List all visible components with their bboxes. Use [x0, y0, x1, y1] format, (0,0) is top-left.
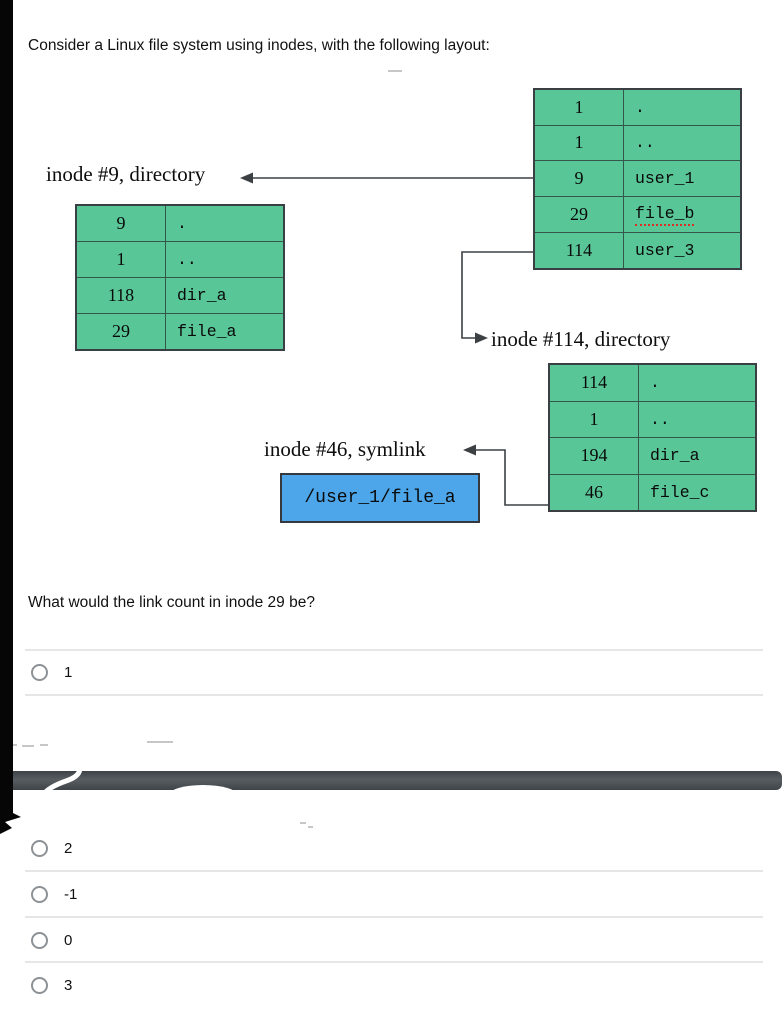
- inode-number-cell: 194: [550, 437, 638, 474]
- symlink-target-box: /user_1/file_a: [280, 473, 480, 523]
- question-prompt: Consider a Linux file system using inode…: [28, 37, 490, 54]
- inode114-directory-table: 114 . 1 .. 194 dir_a 46 file_c: [548, 363, 757, 512]
- inode-number-cell: 118: [77, 277, 165, 313]
- radio-button[interactable]: [31, 976, 48, 994]
- radio-button[interactable]: [31, 885, 48, 903]
- inode-number-cell: 1: [77, 241, 165, 277]
- answer-option-row[interactable]: -1: [31, 882, 77, 906]
- spellcheck-underline: file_b: [635, 204, 695, 226]
- symlink-target-path: /user_1/file_a: [304, 488, 456, 508]
- option-divider: [25, 916, 763, 918]
- radio-button[interactable]: [31, 839, 48, 857]
- radio-button[interactable]: [31, 931, 48, 949]
- scan-smudge: [147, 741, 173, 743]
- option-label: 0: [64, 931, 73, 949]
- entry-name-cell: file_b: [623, 195, 740, 233]
- entry-name-cell: ..: [165, 241, 283, 277]
- inode-number-cell: 114: [580, 372, 608, 393]
- entry-name-cell: user_1: [623, 160, 740, 196]
- entry-name-cell: user_3: [623, 232, 740, 268]
- entry-name-cell: dir_a: [638, 437, 755, 474]
- scan-smudge: [388, 70, 402, 72]
- inode-number-cell: 114: [535, 232, 623, 268]
- option-label: 1: [64, 663, 73, 681]
- inode114-label: inode #114, directory: [491, 327, 671, 351]
- option-divider: [25, 961, 763, 963]
- answer-option-row[interactable]: 3: [31, 973, 72, 997]
- entry-name-cell: file_c: [638, 473, 755, 510]
- left-edge-bar-artifact: [0, 0, 13, 812]
- inode-number-cell: 1: [550, 400, 638, 438]
- scan-smudge: [22, 745, 34, 747]
- inode-number-cell: 1: [574, 96, 584, 117]
- root-directory-table: 1 . 1 .. 9 user_1 29 file_b 114 user_3: [533, 88, 742, 270]
- option-label: 3: [64, 976, 73, 994]
- entry-name-cell: dir_a: [165, 277, 283, 313]
- inode9-directory-table: 9 . 1 .. 118 dir_a 29 file_a: [75, 204, 285, 351]
- inode-number-cell: 9: [535, 160, 623, 196]
- option-label: 2: [64, 839, 73, 857]
- scan-smudge: [308, 826, 313, 828]
- option-divider: [25, 694, 763, 696]
- entry-name-cell: ..: [638, 400, 755, 437]
- scroll-band-artifact: [0, 771, 782, 790]
- option-label: -1: [64, 885, 78, 903]
- option-divider: [25, 870, 763, 872]
- answer-option-row[interactable]: 1: [31, 660, 72, 684]
- entry-name-cell: .: [165, 206, 283, 241]
- entry-name-cell: .: [638, 365, 755, 401]
- inode-number-cell: 9: [116, 213, 126, 233]
- inode-number-cell: 46: [550, 473, 638, 511]
- left-bar-ragged-end: [0, 810, 21, 834]
- entry-name-cell: file_a: [165, 313, 283, 349]
- arrow-root-to-inode9: [240, 172, 533, 184]
- inode-number-cell: 29: [77, 313, 165, 349]
- entry-name-cell: ..: [623, 124, 740, 161]
- inode46-symlink-label: inode #46, symlink: [264, 437, 426, 461]
- inode-number-cell: 29: [535, 195, 623, 233]
- scan-smudge: [40, 744, 48, 746]
- radio-button[interactable]: [31, 663, 48, 681]
- scan-smudge: [300, 822, 306, 824]
- answer-option-row[interactable]: 2: [31, 836, 72, 860]
- question-text: What would the link count in inode 29 be…: [28, 594, 315, 611]
- option-divider: [25, 649, 763, 651]
- inode-number-cell: 1: [535, 124, 623, 161]
- inode9-label: inode #9, directory: [46, 162, 206, 186]
- entry-name-cell: .: [623, 90, 740, 125]
- answer-option-row[interactable]: 0: [31, 928, 72, 952]
